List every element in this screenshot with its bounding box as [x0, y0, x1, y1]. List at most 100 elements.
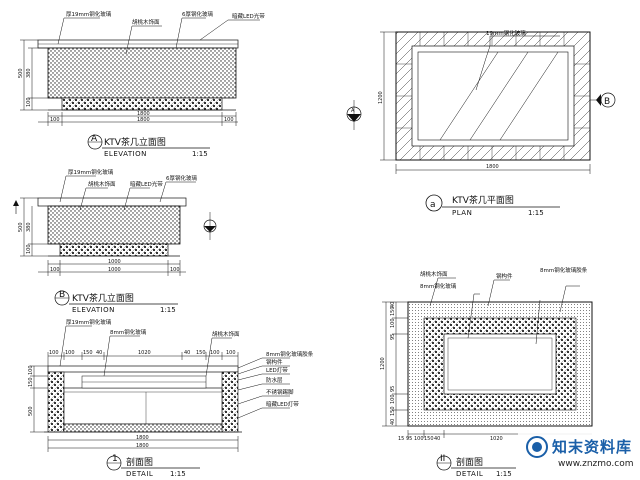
detail-1-dim-top-8: 100	[210, 350, 220, 356]
detail-2-subtitle: DETAIL	[456, 470, 483, 478]
watermark-url: www.znzmo.com	[558, 459, 634, 469]
detail-1-label-right-6: 暗藏LED灯带	[266, 400, 299, 408]
plan-view: 19mm钢化玻璃 1200 1800 A B a KTV茶几平面图 PLAN 1…	[346, 29, 616, 217]
detail-1-dim-top-3: 150	[83, 350, 93, 356]
plan-glass-panel	[417, 51, 569, 141]
elevation-b-dim-offset-l: 100	[50, 267, 60, 273]
plan-title: KTV茶几平面图	[452, 194, 514, 206]
detail-1-dim-top-5: 1020	[138, 350, 151, 356]
detail-2-marker: II	[440, 454, 445, 464]
detail-1-marker: 1	[112, 454, 118, 464]
elevation-a-body	[47, 47, 237, 99]
elevation-a-scale: 1:15	[192, 150, 208, 158]
elevation-b-dim-top-h: 380	[26, 222, 32, 232]
detail-1-scale: 1:15	[170, 470, 186, 478]
plan-dim-width: 1800	[486, 164, 499, 170]
detail-2-leaders	[429, 277, 580, 345]
detail-1-glass-top	[47, 365, 239, 373]
detail-2-label-top-1: 胡桃木饰面	[420, 270, 448, 278]
elevation-a-label-2: 胡桃木饰面	[132, 18, 160, 26]
plan-glass-hatch	[439, 51, 559, 141]
logo-icon	[526, 436, 548, 458]
elevation-b-view: 厚19mm钢化玻璃 胡桃木饰面 暗藏LED光带 6厚钢化玻璃 500 380 1…	[13, 168, 217, 314]
detail-1-top-leaders	[59, 325, 232, 377]
detail-1-label-right-1: 8mm钢化玻璃胶条	[266, 350, 314, 358]
detail-2-dim-left-2: 150	[390, 306, 396, 316]
elevation-b-scale: 1:15	[160, 306, 176, 314]
elevation-b-dim-base-h: 100	[26, 244, 32, 254]
detail-2-dim-bottom-5: 40	[434, 436, 440, 442]
detail-1-dim-top-2: 100	[65, 350, 75, 356]
elevation-a-dim-offset-r: 100	[224, 117, 234, 123]
detail-2-dim-bottom-1: 15	[398, 436, 404, 442]
detail-2-dim-bottom-2: 95	[406, 436, 412, 442]
elevation-b-leaders	[59, 175, 196, 211]
watermark-badge: 知末资料库 www.znzmo.com	[518, 428, 640, 480]
watermark-name: 知末资料库	[552, 438, 633, 456]
plan-cut-left-label: A	[351, 108, 355, 114]
elevation-b-subtitle: ELEVATION	[72, 306, 115, 314]
elevation-a-dim-total-h: 500	[18, 68, 24, 78]
detail-1-left-leg	[47, 371, 65, 433]
detail-1-label-right-5: 不锈钢踢脚	[266, 388, 294, 396]
plan-dim-lines	[380, 31, 591, 174]
detail-2-scale: 1:15	[496, 470, 512, 478]
detail-2-dim-left-5: 1200	[380, 357, 386, 370]
detail-1-dim-top-4: 40	[96, 350, 102, 356]
elevation-b-dim-width: 1000	[108, 259, 121, 265]
plan-scale: 1:15	[528, 209, 544, 217]
detail-1-dim-top-1: 100	[49, 350, 59, 356]
elevation-a-label-1: 厚19mm钢化玻璃	[66, 10, 112, 18]
detail-1-label-right-4: 防水层	[266, 376, 283, 384]
detail-2-dim-bottom-3: 100	[414, 436, 424, 442]
elevation-a-subtitle: ELEVATION	[104, 150, 147, 158]
detail-2-label-inner: 8mm钢化玻璃	[420, 282, 457, 290]
elevation-a-dim-offset-l: 100	[50, 117, 60, 123]
detail-1-dim-width-2: 1800	[136, 443, 149, 449]
detail-2-title: 剖面图	[456, 456, 483, 468]
detail-1-dim-lines	[30, 352, 239, 452]
detail-1-label-top-1: 厚19mm钢化玻璃	[66, 318, 112, 326]
elevation-b-marker: B	[59, 290, 65, 300]
elevation-b-label-3: 暗藏LED光带	[130, 180, 163, 188]
detail-1-dim-top-7: 150	[196, 350, 206, 356]
detail-2-view: 胡桃木饰面 钢构件 8mm钢化玻璃胶条 8mm钢化玻璃 40 150 100 9…	[380, 266, 593, 478]
elevation-b-label-1: 厚19mm钢化玻璃	[68, 168, 114, 176]
detail-1-label-top-3: 胡桃木饰面	[212, 330, 240, 338]
detail-1-dim-left-2: 150	[28, 377, 34, 387]
detail-2-dim-left-3: 100	[390, 318, 396, 328]
elevation-a-leaders	[57, 17, 260, 55]
detail-2-dim-left-1: 40	[390, 302, 396, 308]
detail-1-base	[63, 423, 223, 433]
detail-1-label-right-2: 钢构件	[266, 358, 283, 366]
elevation-b-dim-offset-r: 100	[170, 267, 180, 273]
elevation-b-body	[47, 205, 181, 245]
elevation-b-dim-total-h: 500	[18, 222, 24, 232]
detail-1-dim-left-3: 500	[28, 406, 34, 416]
detail-1-right-leg	[221, 371, 239, 433]
plan-dim-height: 1200	[378, 91, 384, 104]
elevation-b-label-4: 6厚钢化玻璃	[166, 174, 197, 182]
elevation-a-dim-top-h: 380	[26, 68, 32, 78]
detail-1-view: 厚19mm钢化玻璃 8mm钢化玻璃 胡桃木饰面 8mm钢化玻璃胶条 钢构件 LE…	[28, 318, 314, 478]
detail-2-dim-left-9: 40	[390, 419, 396, 425]
plan-label-glass: 19mm钢化玻璃	[486, 29, 526, 37]
elevation-b-dim-width-total: 1000	[108, 267, 121, 273]
plan-cut-right-label: B	[604, 97, 610, 107]
elevation-b-title: KTV茶几立面图	[72, 292, 134, 304]
elevation-a-dim-width: 1800	[137, 111, 150, 117]
detail-1-body	[63, 387, 223, 425]
elevation-a-title: KTV茶几立面图	[104, 136, 166, 148]
detail-1-label-top-2: 8mm钢化玻璃	[110, 328, 147, 336]
detail-2-dim-bottom-4: 150	[424, 436, 434, 442]
elevation-a-dim-width-total: 1800	[137, 117, 150, 123]
elevation-b-label-2: 胡桃木饰面	[88, 180, 116, 188]
detail-2-dim-bottom-6: 1020	[490, 436, 503, 442]
detail-1-dim-top-6: 40	[184, 350, 190, 356]
detail-1-subtitle: DETAIL	[126, 470, 153, 478]
plan-subtitle: PLAN	[452, 209, 472, 217]
plan-marker-circle	[425, 194, 443, 212]
elevation-a-dim-lines	[20, 39, 238, 126]
elevation-a-dim-base-h: 100	[26, 97, 32, 107]
